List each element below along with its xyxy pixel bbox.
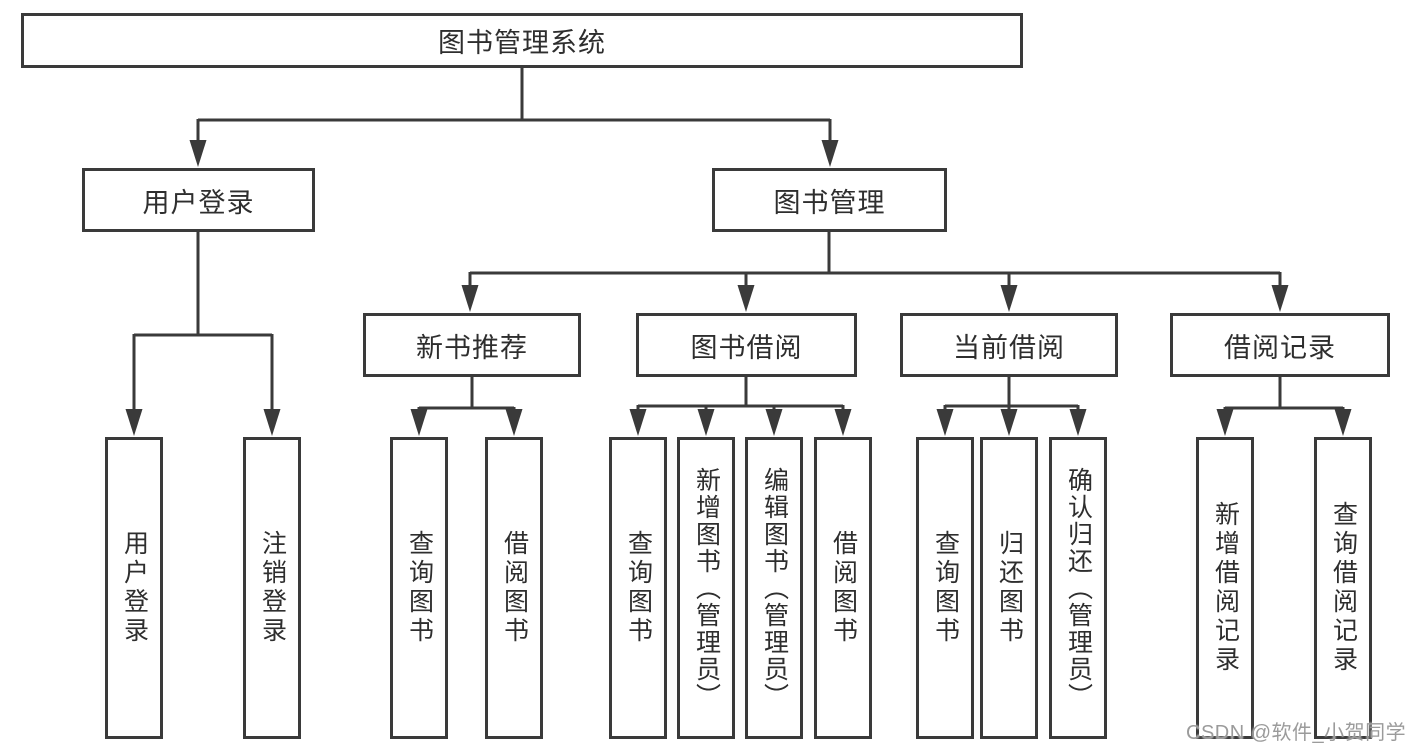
node-book-management-module: 图书管理 [712, 168, 947, 232]
node-new-book-recommend: 新书推荐 [363, 313, 581, 377]
node-leaf-user-login: 用户登录 [105, 437, 163, 739]
node-root-system: 图书管理系统 [21, 13, 1023, 68]
node-leaf-cb-return-book: 归还图书 [980, 437, 1038, 739]
node-current-borrowing: 当前借阅 [900, 313, 1118, 377]
node-leaf-bb-add-book-admin: 新增图书（管理员） [677, 437, 735, 739]
node-leaf-br-add-record: 新增借阅记录 [1196, 437, 1254, 739]
node-leaf-bb-query-book: 查询图书 [609, 437, 667, 739]
node-leaf-cb-query-book: 查询图书 [916, 437, 974, 739]
node-leaf-br-query-record: 查询借阅记录 [1314, 437, 1372, 739]
node-leaf-bb-edit-book-admin: 编辑图书（管理员） [745, 437, 803, 739]
node-borrowing-records: 借阅记录 [1170, 313, 1390, 377]
node-leaf-logout: 注销登录 [243, 437, 301, 739]
node-book-borrowing: 图书借阅 [636, 313, 857, 377]
node-leaf-bb-borrow-book: 借阅图书 [814, 437, 872, 739]
node-leaf-rec-borrow-book: 借阅图书 [485, 437, 543, 739]
node-leaf-cb-confirm-return-admin: 确认归还（管理员） [1049, 437, 1107, 739]
node-leaf-rec-query-book: 查询图书 [390, 437, 448, 739]
csdn-watermark: CSDN @软件_小贺同学 [1186, 722, 1405, 744]
node-user-login-module: 用户登录 [82, 168, 315, 232]
